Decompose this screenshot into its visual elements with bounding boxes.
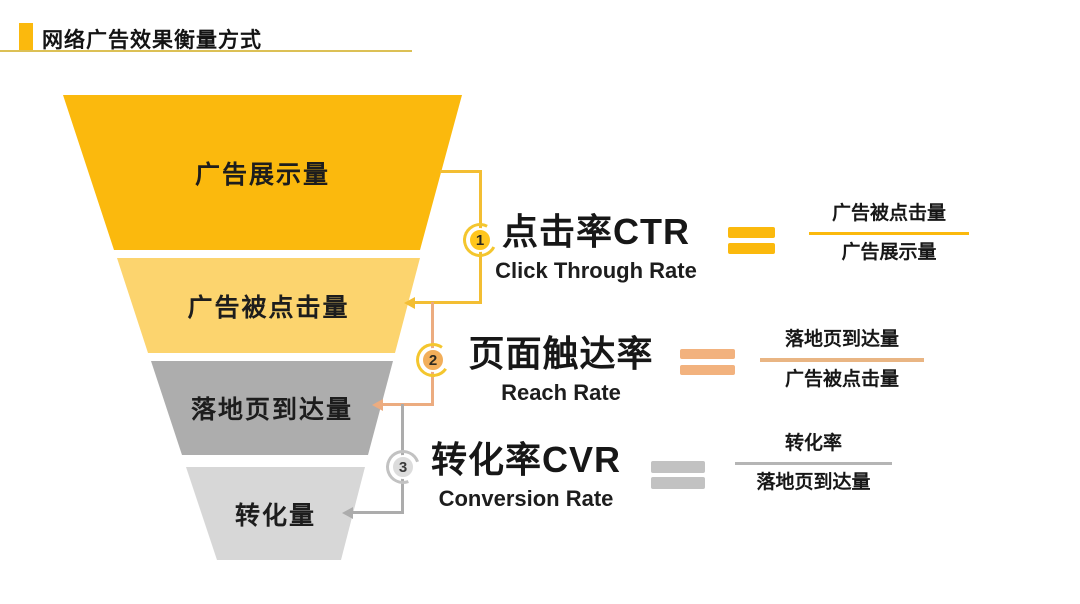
cvr-connector-bottom <box>350 511 404 514</box>
title-underline <box>0 50 412 52</box>
funnel-level-impressions: 广告展示量 <box>63 95 462 250</box>
metric-reach-numerator: 落地页到达量 <box>784 329 899 350</box>
cvr-left-arrow-icon <box>342 507 353 519</box>
metric-reach-fraction-bar <box>760 358 924 362</box>
ctr-left-arrow-icon <box>404 297 415 309</box>
page-title: 网络广告效果衡量方式 <box>42 29 262 52</box>
metric-cvr-title: 转化率CVR Conversion Rate <box>420 431 632 512</box>
ctr-connector-bottom <box>412 301 482 304</box>
step-badge-1: 1 <box>458 218 502 262</box>
metric-reach-equals-icon <box>680 349 735 375</box>
metric-cvr-equals-icon <box>651 461 705 489</box>
metric-cvr-title-en: Conversion Rate <box>438 486 614 511</box>
metric-reach-fraction: 落地页到达量 广告被点击量 <box>760 328 924 392</box>
funnel-level-clicks-label: 广告被点击量 <box>187 293 350 322</box>
metric-ctr-numerator: 广告被点击量 <box>831 203 946 224</box>
ctr-connector-top <box>440 170 482 173</box>
funnel-level-conversions-label: 转化量 <box>234 501 316 530</box>
funnel-level-clicks: 广告被点击量 <box>117 258 420 353</box>
metric-ctr-title-cn: 点击率CTR <box>502 211 690 252</box>
metric-ctr-title: 点击率CTR Click Through Rate <box>490 203 702 284</box>
step-badge-3-number: 3 <box>391 455 415 479</box>
step-badge-2: 2 <box>413 340 453 380</box>
step-badge-2-number: 2 <box>421 348 445 372</box>
funnel-level-conversions: 转化量 <box>186 467 365 560</box>
metric-cvr-numerator: 转化率 <box>784 433 842 454</box>
step-badge-3: 3 <box>380 444 426 490</box>
metric-cvr-denominator: 落地页到达量 <box>756 472 871 493</box>
metric-ctr-equals-icon <box>728 227 775 254</box>
metric-reach-denominator: 广告被点击量 <box>784 369 899 390</box>
funnel-level-impressions-label: 广告展示量 <box>194 160 330 189</box>
metric-cvr-fraction-bar <box>735 462 892 465</box>
metric-cvr-fraction: 转化率 落地页到达量 <box>735 432 892 495</box>
metric-ctr-title-en: Click Through Rate <box>495 258 697 283</box>
metric-reach-title-en: Reach Rate <box>501 380 621 405</box>
step-badge-1-number: 1 <box>468 228 492 252</box>
metric-cvr-title-cn: 转化率CVR <box>430 439 621 480</box>
funnel-level-landing-label: 落地页到达量 <box>190 396 353 424</box>
metric-reach-title-cn: 页面触达率 <box>468 333 654 374</box>
metric-ctr-fraction-bar <box>809 232 969 235</box>
reach-connector-bottom <box>380 403 434 406</box>
metric-ctr-denominator: 广告展示量 <box>841 242 937 263</box>
reach-left-arrow-icon <box>372 399 383 411</box>
title-accent-bar <box>19 23 33 50</box>
funnel-level-landing: 落地页到达量 <box>151 361 393 455</box>
metric-reach-title: 页面触达率 Reach Rate <box>455 325 667 406</box>
metric-ctr-fraction: 广告被点击量 广告展示量 <box>809 202 969 265</box>
